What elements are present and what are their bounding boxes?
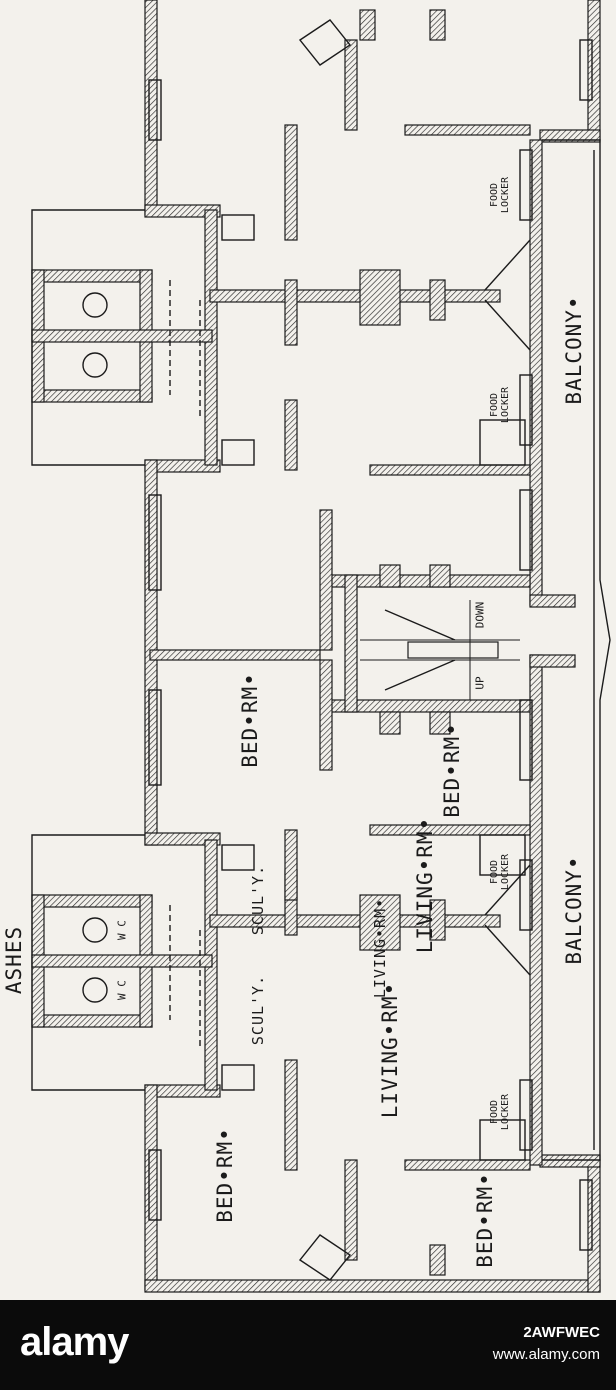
partition (284, 1059, 298, 1171)
watermark-bar: alamy 2AWFWEC www.alamy.com (0, 1300, 616, 1390)
outer-wall (144, 832, 221, 846)
partition (369, 824, 531, 836)
stair-wall (329, 699, 531, 713)
ashes-label: ASHES (2, 925, 26, 995)
stair-wall (429, 564, 451, 588)
scullery-label: SCUL'Y. (249, 864, 267, 936)
stock-id: 2AWFWEC (523, 1324, 600, 1341)
outer-wall (144, 1279, 601, 1293)
stair-wall (344, 574, 358, 713)
wc-block-wall (31, 329, 213, 343)
party-wall (284, 279, 298, 346)
stair-wall (319, 659, 333, 771)
living-room-label: LIVING•RM• (371, 897, 389, 999)
wc-block-wall (31, 954, 213, 968)
chimney (359, 894, 401, 951)
wc-block-wall (31, 269, 153, 283)
stair-wall (379, 711, 401, 735)
outer-wall (529, 654, 576, 668)
partition (284, 829, 298, 901)
stair-down-label: DOWN (473, 601, 487, 629)
party-wall (209, 289, 501, 303)
outer-wall (144, 1084, 158, 1291)
party-wall (149, 649, 321, 661)
food-locker-label: FOOD LOCKER (489, 176, 511, 214)
chimney (429, 899, 446, 941)
partition (404, 124, 531, 136)
chimney (429, 279, 446, 321)
court-lines (31, 19, 611, 1281)
floor-plan: ASHES BALCONY• BALCONY• BED•RM• BED•RM• … (2, 0, 611, 1293)
food-locker-label: FOOD LOCKER (489, 853, 511, 891)
chimney (429, 1244, 446, 1276)
outer-wall (529, 594, 576, 608)
party-wall (209, 914, 501, 928)
partition (344, 1159, 358, 1261)
outer-wall (539, 129, 601, 143)
food-locker-label: FOOD LOCKER (489, 1093, 511, 1131)
wc-block-wall (31, 894, 153, 908)
outer-wall (539, 1154, 601, 1168)
partition (284, 124, 298, 241)
outer-wall (587, 0, 601, 141)
chimney (359, 9, 376, 41)
balcony-label-top: BALCONY• (562, 295, 586, 405)
wc-label: W C (115, 920, 129, 940)
balcony-label-bottom: BALCONY• (562, 855, 586, 965)
walls (31, 0, 601, 1293)
stock-url: www.alamy.com (492, 1346, 600, 1363)
partition (284, 399, 298, 471)
bed-room-label: BED•RM• (440, 722, 464, 818)
floor-plan-drawing (31, 0, 611, 1293)
scullery-label: SCUL'Y. (249, 974, 267, 1046)
outer-wall (144, 204, 221, 218)
stair-wall (429, 711, 451, 735)
chimney (359, 269, 401, 326)
partition (404, 1159, 531, 1171)
food-locker-label: FOOD LOCKER (489, 386, 511, 424)
stair-wall (319, 509, 333, 651)
partition (344, 39, 358, 131)
wc-label: W C (115, 980, 129, 1000)
stair-wall (379, 564, 401, 588)
bed-room-label: BED•RM• (473, 1172, 497, 1268)
wc-block-wall (31, 1014, 153, 1028)
chimney (429, 9, 446, 41)
stair-up-label: UP (473, 676, 487, 690)
partition (369, 464, 531, 476)
alamy-logo: alamy (20, 1320, 129, 1364)
living-room-label: LIVING•RM• (413, 816, 437, 954)
living-room-label: LIVING•RM• (378, 981, 402, 1119)
wc-block-wall (31, 389, 153, 403)
bed-room-label: BED•RM• (213, 1127, 237, 1223)
bed-room-label: BED•RM• (238, 672, 262, 768)
outer-wall (144, 0, 158, 216)
